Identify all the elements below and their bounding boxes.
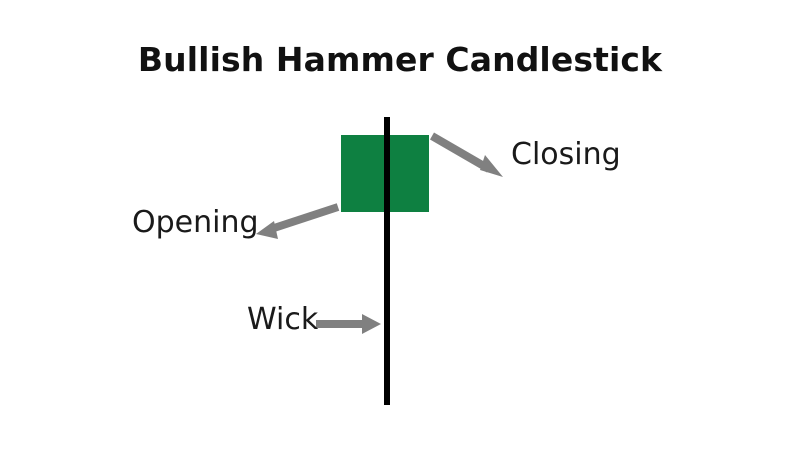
candle-wick-through-body	[384, 135, 390, 212]
candle-lower-wick	[384, 208, 390, 405]
candle-upper-wick	[384, 117, 390, 139]
page-title: Bullish Hammer Candlestick	[137, 40, 663, 79]
annotation-label-opening: Opening	[132, 205, 259, 240]
annotation-label-closing: Closing	[511, 137, 621, 172]
annotation-label-wick: Wick	[247, 302, 319, 337]
arrow-down-right-icon	[429, 132, 503, 177]
arrow-left-icon	[256, 203, 340, 239]
arrow-right-icon	[316, 314, 381, 334]
